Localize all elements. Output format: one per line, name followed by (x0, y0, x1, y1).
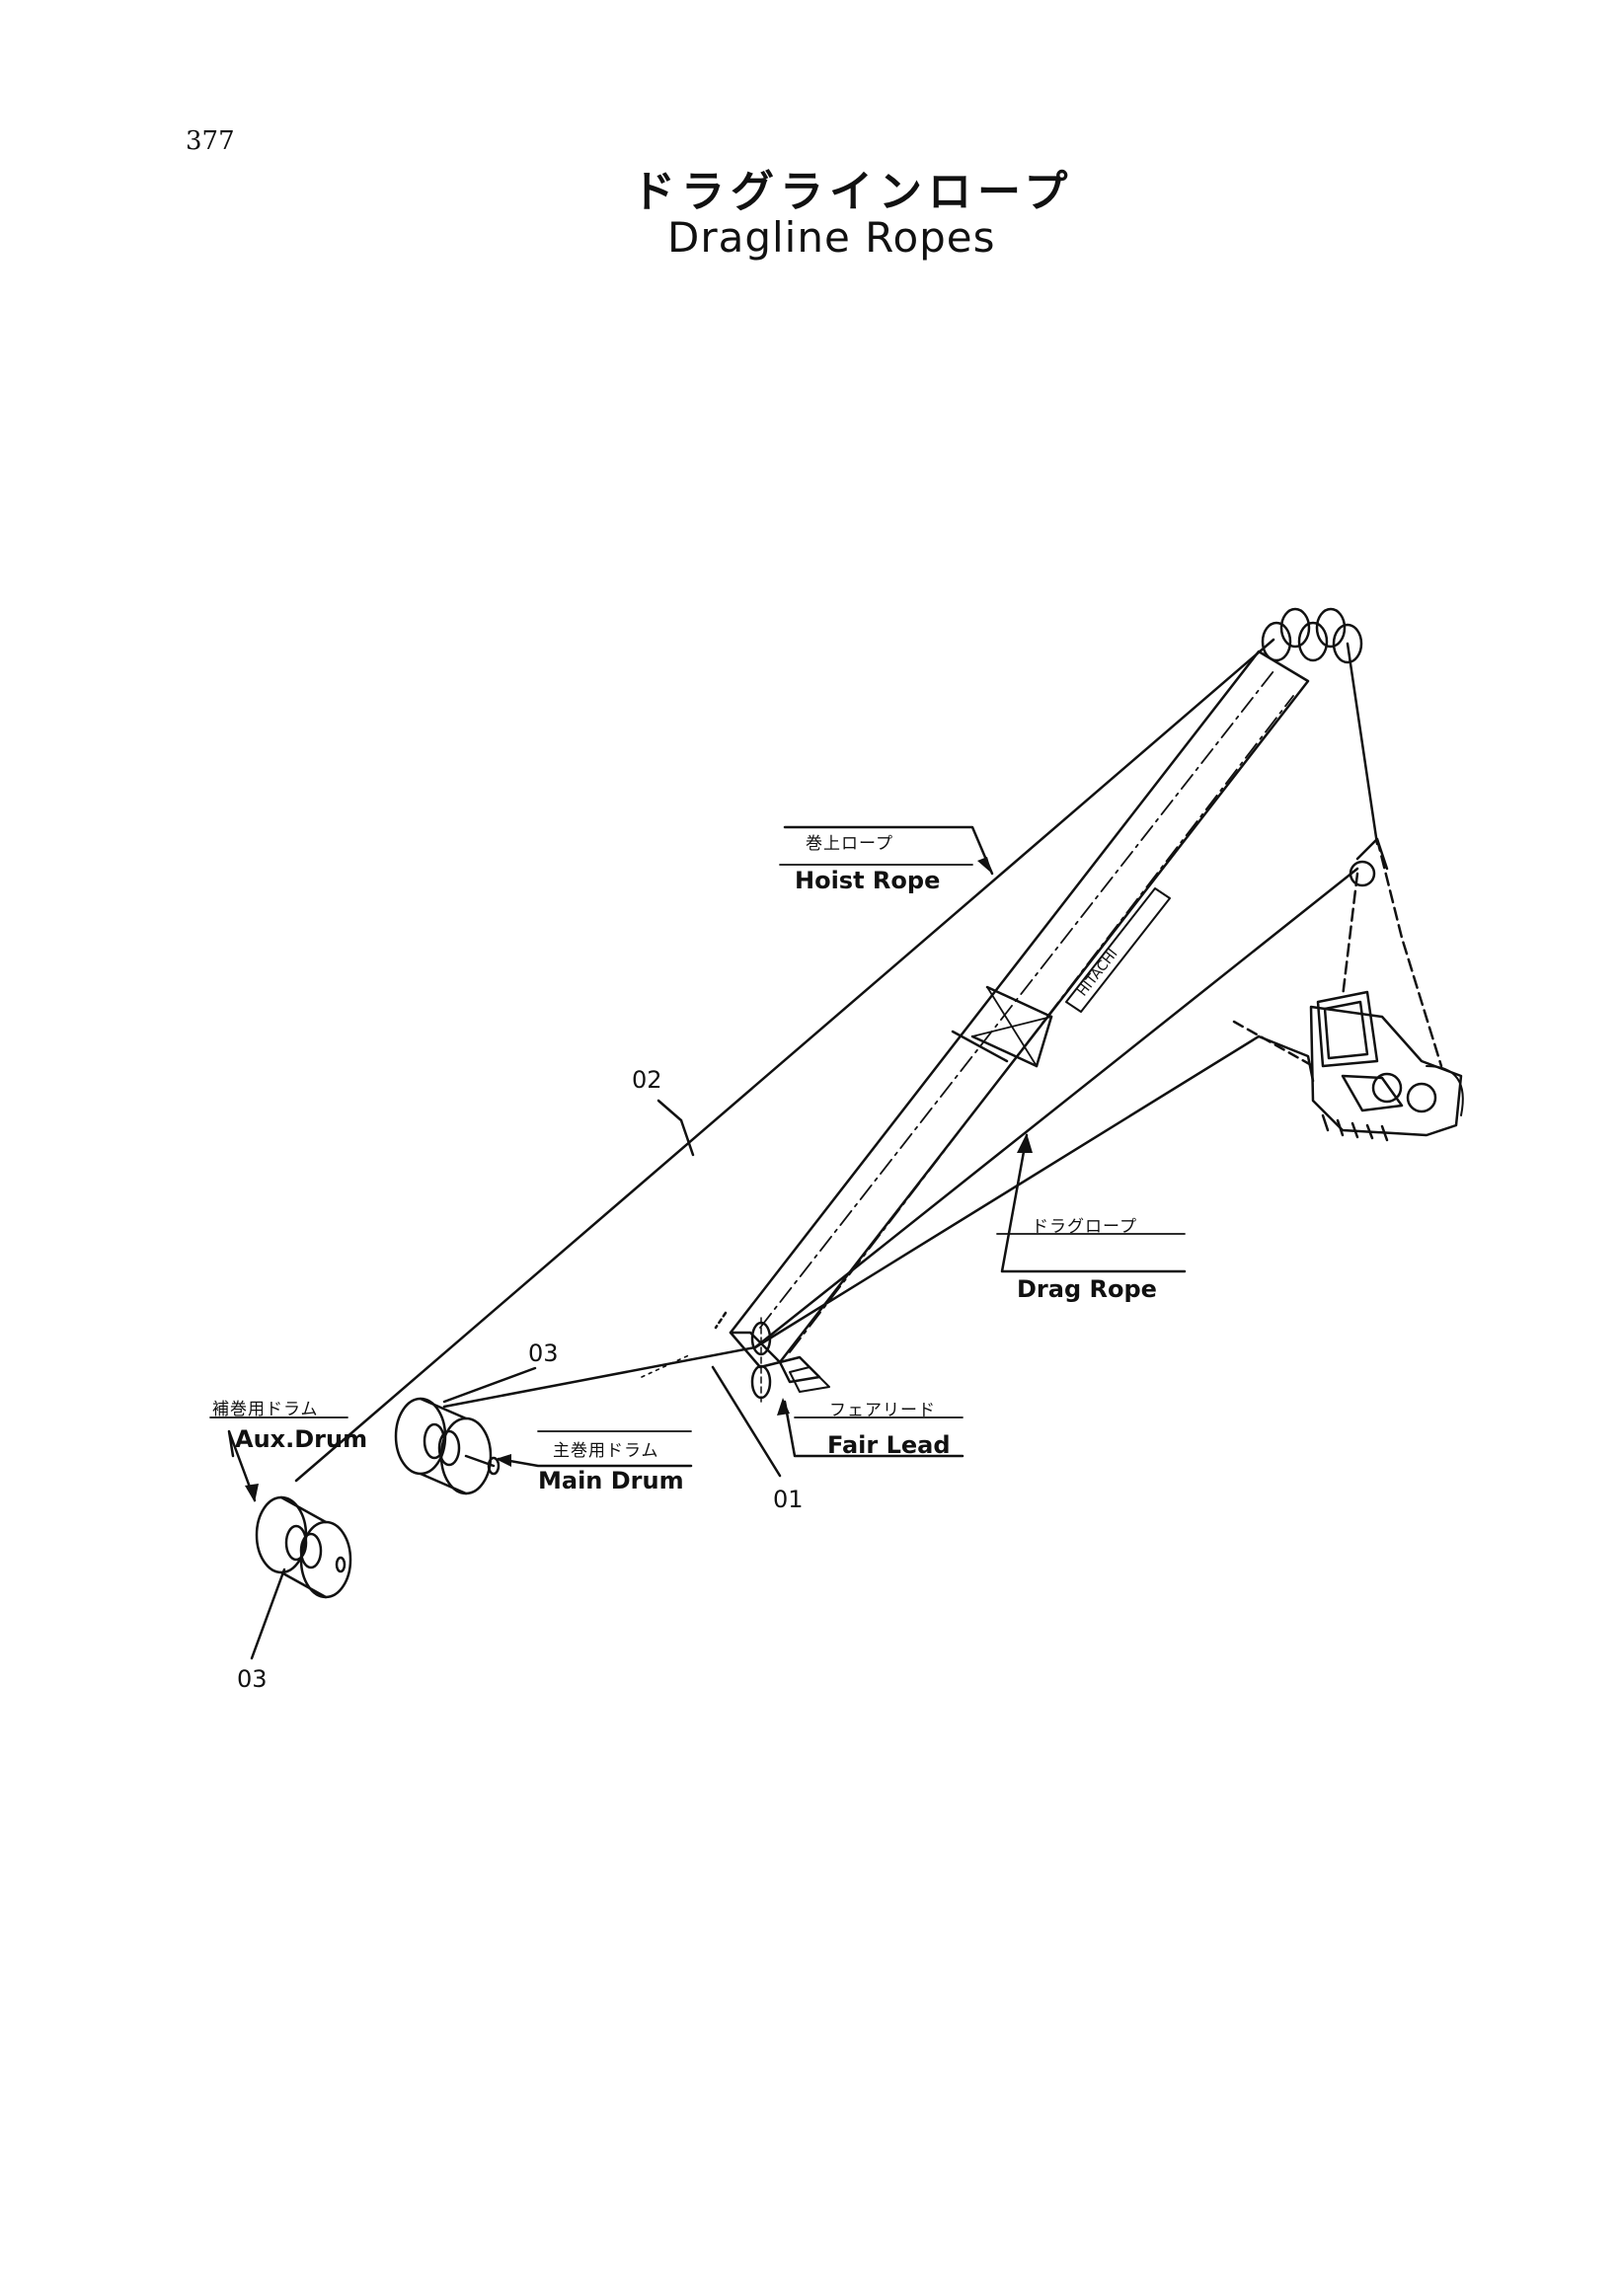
boom: HITACHI (714, 650, 1310, 1393)
drag-rope-label-en: Drag Rope (1017, 1275, 1157, 1303)
callout-02: 02 (632, 1066, 662, 1094)
callout-03-aux-leader (250, 1568, 286, 1660)
callout-03-main: 03 (528, 1339, 559, 1367)
main-drum (394, 1397, 501, 1495)
aux-drum-arrow (245, 1484, 259, 1502)
drag-rope-label-jp: ドラグロープ (1032, 1217, 1137, 1237)
drag-rope-arrow (1017, 1133, 1033, 1153)
fair-lead-arrow (777, 1398, 790, 1416)
boom-pendant-line (753, 867, 1359, 1349)
callout-01-leader (711, 1365, 782, 1478)
aux-drum-label-en: Aux.Drum (235, 1425, 368, 1453)
title-japanese: ドラグラインロープ (632, 167, 1074, 217)
hoist-rope-label-en: Hoist Rope (795, 867, 941, 894)
main-drum-label-en: Main Drum (538, 1467, 684, 1494)
fair-lead-label-jp: フェアリード (829, 1401, 936, 1420)
main-drum-arrow (496, 1454, 511, 1467)
main-drum-label-jp: 主巻用ドラム (553, 1441, 659, 1461)
callout-03-main-leader (442, 1366, 537, 1404)
fair-lead-leader (783, 1400, 964, 1458)
dragline-bucket (1232, 837, 1464, 1142)
aux-drum-leader (227, 1429, 257, 1502)
title-english: Dragline Ropes (667, 213, 996, 262)
hoist-rope-arrow (977, 857, 992, 874)
drag-rope-leader (1000, 1133, 1187, 1273)
aux-drum-label-jp: 補巻用ドラム (212, 1400, 319, 1419)
callout-03-aux: 03 (237, 1665, 268, 1693)
callout-01: 01 (773, 1486, 804, 1513)
main-drum-leader (497, 1457, 693, 1468)
hoist-rope-line (294, 638, 1275, 1483)
hoist-rope-drop (1346, 642, 1379, 846)
hoist-rope-label-jp: 巻上ロープ (806, 834, 893, 854)
boom-tip-sheaves (1261, 607, 1363, 664)
page-number: 377 (186, 126, 235, 156)
callout-02-leader (656, 1099, 683, 1122)
fair-lead (750, 1317, 772, 1403)
aux-drum (255, 1495, 352, 1599)
fair-lead-label-en: Fair Lead (827, 1431, 951, 1459)
